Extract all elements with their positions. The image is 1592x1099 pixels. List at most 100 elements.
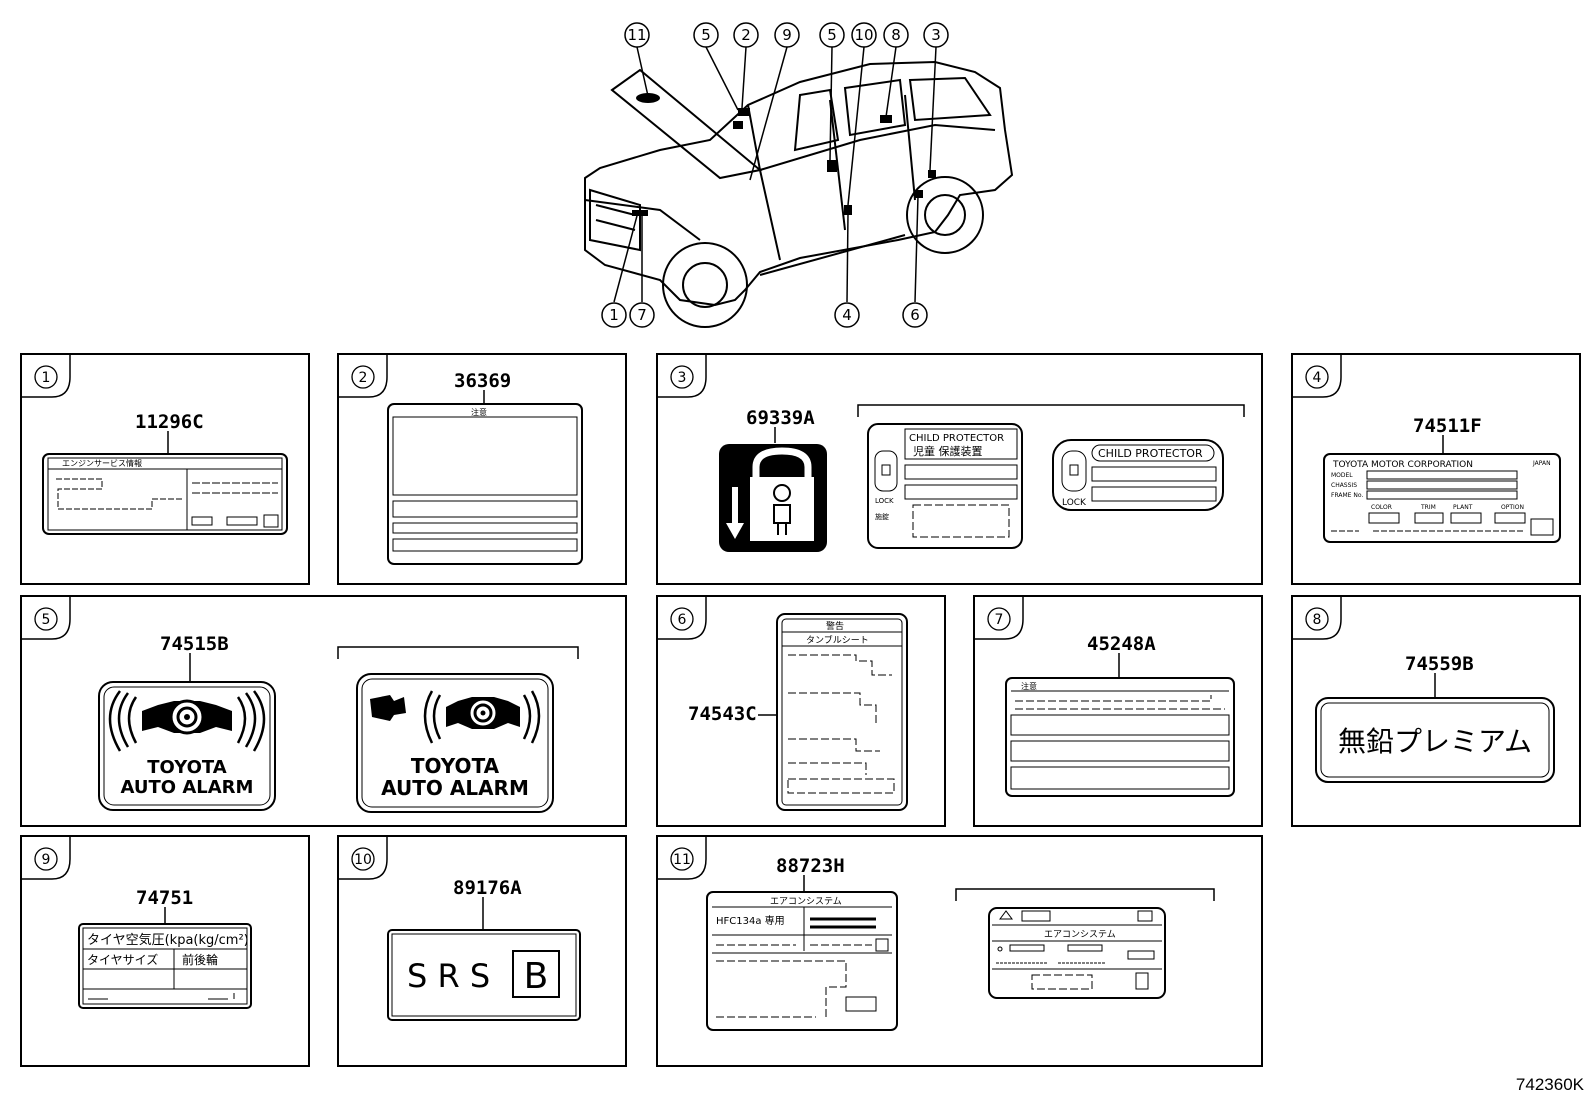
svg-text:8: 8 bbox=[1313, 612, 1322, 628]
panel-1: 1 11296C エンジンサービス情報 bbox=[20, 353, 310, 585]
callout-7-bottom: 7 bbox=[629, 302, 655, 328]
label-11296C: エンジンサービス情報 bbox=[42, 453, 288, 535]
svg-text:エアコンシステム: エアコンシステム bbox=[770, 896, 842, 907]
part-number: 74559B bbox=[1405, 653, 1474, 675]
svg-text:5: 5 bbox=[42, 612, 51, 628]
panel-tab: 8 bbox=[1293, 597, 1342, 640]
panel-3: 3 69339A CHILD PROTECTOR 児童 保護装置 LOCK 施錠… bbox=[656, 353, 1263, 585]
bracket-and-leader bbox=[189, 646, 579, 681]
label-69339A-jp: CHILD PROTECTOR 児童 保護装置 LOCK 施錠 bbox=[867, 423, 1023, 549]
panel-tab: 2 bbox=[339, 355, 388, 398]
panel-8: 8 74559B 無鉛プレミアム bbox=[1291, 595, 1581, 827]
panel-tab: 5 bbox=[22, 597, 71, 640]
svg-text:AUTO ALARM: AUTO ALARM bbox=[121, 777, 254, 798]
part-number: 45248A bbox=[1087, 633, 1156, 655]
label-74511F: TOYOTA MOTOR CORPORATION JAPAN MODEL CHA… bbox=[1323, 453, 1561, 543]
svg-text:4: 4 bbox=[842, 306, 852, 324]
svg-text:TOYOTA: TOYOTA bbox=[147, 757, 227, 778]
svg-text:B: B bbox=[524, 956, 549, 997]
panel-tab: 6 bbox=[658, 597, 707, 640]
part-number: 74751 bbox=[136, 887, 194, 909]
panel-9: 9 74751 タイヤ空気圧(kpa(kg/cm²)) タイヤサイズ 前後輪 bbox=[20, 835, 310, 1067]
label-74515B-a: TOYOTA AUTO ALARM bbox=[98, 681, 276, 811]
svg-text:タイヤサイズ: タイヤサイズ bbox=[87, 952, 158, 967]
part-number: 36369 bbox=[454, 370, 512, 392]
svg-text:HFC134a 専用: HFC134a 専用 bbox=[716, 915, 785, 927]
panel-tab: 10 bbox=[339, 837, 388, 880]
callout-2-top: 2 bbox=[733, 22, 759, 48]
vehicle-overview-drawing: 11 5 2 9 5 10 8 3 1 7 4 6 bbox=[584, 22, 1014, 328]
svg-text:タイヤ空気圧(kpa(kg/cm²)): タイヤ空気圧(kpa(kg/cm²)) bbox=[87, 932, 252, 948]
svg-text:6: 6 bbox=[910, 306, 920, 324]
leader-line bbox=[164, 907, 166, 925]
svg-text:施錠: 施錠 bbox=[875, 512, 889, 521]
bracket-and-leader bbox=[803, 875, 1215, 901]
panel-5: 5 74515B TOYOTA AUTO ALARM TOYOTA AUTO A… bbox=[20, 595, 627, 827]
label-88723H-a: エアコンシステム HFC134a 専用 bbox=[706, 891, 898, 1031]
callout-9-top: 9 bbox=[774, 22, 800, 48]
svg-text:注意: 注意 bbox=[1021, 681, 1037, 691]
svg-text:7: 7 bbox=[995, 612, 1004, 628]
svg-text:2: 2 bbox=[741, 26, 751, 44]
leader-line bbox=[483, 390, 485, 405]
svg-text:11: 11 bbox=[673, 852, 691, 868]
callout-bottom-group: 1 7 4 6 bbox=[601, 302, 928, 328]
svg-text:10: 10 bbox=[854, 26, 873, 44]
svg-text:9: 9 bbox=[782, 26, 792, 44]
callout-1-bottom: 1 bbox=[601, 302, 627, 328]
panel-7: 7 45248A 注意 bbox=[973, 595, 1263, 827]
panel-10: 10 89176A S R S B bbox=[337, 835, 627, 1067]
svg-text:JAPAN: JAPAN bbox=[1532, 460, 1551, 467]
svg-text:TOYOTA MOTOR CORPORATION: TOYOTA MOTOR CORPORATION bbox=[1332, 460, 1473, 470]
svg-text:FRAME No.: FRAME No. bbox=[1331, 492, 1363, 499]
svg-text:エンジンサービス情報: エンジンサービス情報 bbox=[62, 458, 142, 468]
svg-text:2: 2 bbox=[359, 370, 368, 386]
svg-text:6: 6 bbox=[678, 612, 687, 628]
callout-5b-top: 5 bbox=[819, 22, 845, 48]
svg-text:エアコンシステム: エアコンシステム bbox=[1044, 929, 1116, 940]
svg-text:注意: 注意 bbox=[471, 407, 487, 417]
label-45248A: 注意 bbox=[1005, 677, 1235, 797]
callout-5-top: 5 bbox=[693, 22, 719, 48]
panel-tab: 9 bbox=[22, 837, 71, 880]
svg-text:5: 5 bbox=[827, 26, 837, 44]
svg-text:CHILD PROTECTOR: CHILD PROTECTOR bbox=[909, 433, 1004, 444]
svg-text:11: 11 bbox=[627, 26, 646, 44]
part-number: 74511F bbox=[1413, 415, 1482, 437]
panel-6: 6 74543C 警告 タンブルシート bbox=[656, 595, 946, 827]
callout-6-bottom: 6 bbox=[902, 302, 928, 328]
callout-11-top: 11 bbox=[624, 22, 650, 48]
callout-top-group: 11 5 2 9 5 10 8 3 bbox=[624, 22, 949, 48]
svg-text:LOCK: LOCK bbox=[1062, 498, 1087, 508]
leader-line bbox=[482, 897, 484, 929]
callout-8-top: 8 bbox=[883, 22, 909, 48]
label-74515B-b: TOYOTA AUTO ALARM bbox=[356, 673, 554, 813]
panel-tab: 1 bbox=[22, 355, 71, 398]
label-74751: タイヤ空気圧(kpa(kg/cm²)) タイヤサイズ 前後輪 bbox=[78, 923, 252, 1009]
svg-text:5: 5 bbox=[701, 26, 711, 44]
label-88723H-b: エアコンシステム bbox=[988, 907, 1166, 999]
label-74559B: 無鉛プレミアム bbox=[1315, 697, 1555, 783]
svg-text:3: 3 bbox=[678, 370, 687, 386]
svg-text:タンブルシート: タンブルシート bbox=[806, 634, 869, 646]
svg-text:MODEL: MODEL bbox=[1331, 472, 1353, 479]
part-number: 74515B bbox=[160, 633, 229, 655]
part-number: 89176A bbox=[453, 877, 522, 899]
svg-text:LOCK: LOCK bbox=[875, 497, 894, 505]
part-number: 74543C bbox=[688, 703, 757, 725]
svg-text:OPTION: OPTION bbox=[1501, 504, 1524, 511]
svg-text:9: 9 bbox=[42, 852, 51, 868]
panel-tab: 11 bbox=[658, 837, 707, 880]
panel-2: 2 36369 注意 bbox=[337, 353, 627, 585]
svg-text:無鉛プレミアム: 無鉛プレミアム bbox=[1338, 725, 1532, 758]
label-36369: 注意 bbox=[387, 403, 583, 565]
svg-text:児童 保護装置: 児童 保護装置 bbox=[913, 444, 983, 458]
panel-11: 11 88723H エアコンシステム HFC134a 専用 エアコンシステム bbox=[656, 835, 1263, 1067]
panel-tab: 7 bbox=[975, 597, 1024, 640]
svg-text:CHILD PROTECTOR: CHILD PROTECTOR bbox=[1098, 447, 1203, 460]
leader-line bbox=[1442, 435, 1444, 455]
panel-4: 4 74511F TOYOTA MOTOR CORPORATION JAPAN … bbox=[1291, 353, 1581, 585]
callout-4-bottom: 4 bbox=[834, 302, 860, 328]
svg-text:CHASSIS: CHASSIS bbox=[1331, 482, 1357, 489]
svg-text:TOYOTA: TOYOTA bbox=[411, 754, 500, 778]
